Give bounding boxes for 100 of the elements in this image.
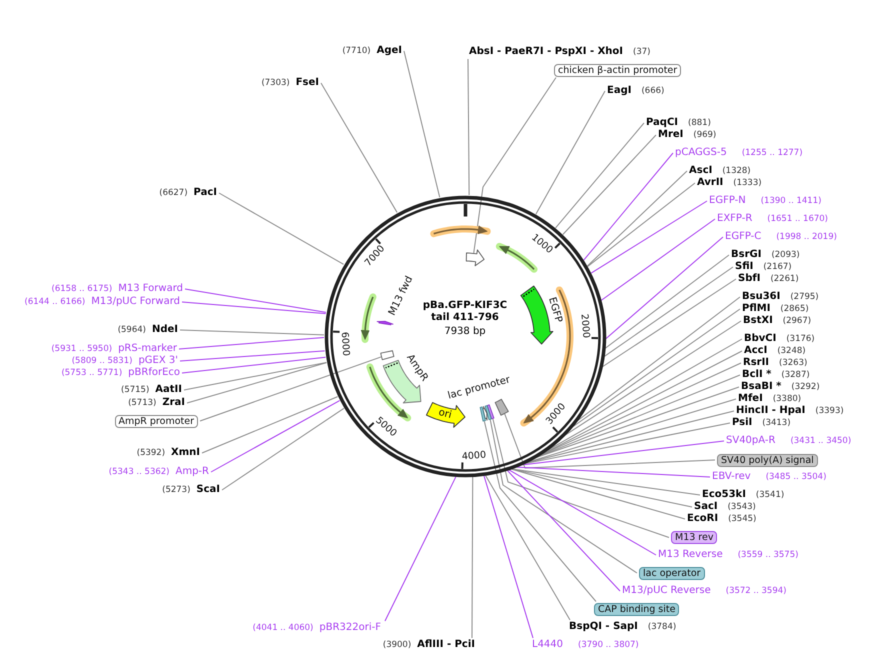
primer-name: L4440 (532, 639, 564, 651)
leader-line (182, 356, 326, 374)
feature-label: SV40 poly(A) signal (717, 454, 818, 466)
leader-line (492, 418, 670, 538)
leader-line (572, 308, 740, 427)
leader-line (604, 266, 734, 357)
primer-range: (6144 .. 6166) (24, 296, 86, 308)
enzyme-name: BsrGI (731, 249, 762, 261)
enzyme-name: AscI (689, 165, 712, 177)
cut-site-number: (6627) (159, 187, 188, 199)
cut-site-number: (3784) (648, 621, 676, 633)
enzyme-name: EagI (607, 85, 632, 97)
enzyme-name: SacI (694, 501, 718, 513)
cut-site-number: (881) (688, 117, 711, 129)
cut-site-number: (1333) (733, 177, 762, 189)
primer-range: (3431 .. 3450) (790, 435, 852, 447)
cut-site-number: (3900) (382, 639, 412, 651)
leader-line (184, 362, 327, 390)
leader-line (536, 386, 740, 458)
primer-name: pGEX 3' (138, 355, 178, 367)
enzyme-name: AatII (155, 384, 182, 396)
cut-site-number: (2167) (763, 261, 792, 273)
cut-site-number: (5392) (136, 447, 166, 459)
leader-line (218, 192, 344, 265)
leader-line (564, 320, 742, 436)
leader-line (182, 302, 326, 314)
primer-range: (1998 .. 2019) (776, 231, 837, 243)
leader-line (184, 288, 326, 313)
primer-name: Amp-R (176, 466, 209, 478)
leader-line (222, 408, 344, 490)
feature-label: EGFP (546, 296, 564, 324)
leader-line (555, 122, 644, 228)
primer-name: M13/pUC Reverse (622, 585, 711, 597)
primer-name: pRS-marker (118, 343, 177, 355)
leader-line (508, 469, 656, 556)
leader-line (583, 152, 674, 261)
leader-line (587, 182, 696, 267)
cut-site-number: (5964) (118, 324, 146, 336)
cut-site-number: (3545) (728, 513, 756, 525)
primer-range: (5753 .. 5771) (61, 367, 122, 379)
leader-line (202, 396, 338, 454)
primer-range: (3790 .. 3807) (578, 639, 639, 651)
enzyme-name: Eco53kI (702, 489, 746, 501)
leader-line (404, 50, 440, 198)
enzyme-name: ZraI (162, 397, 185, 409)
feature-box (380, 350, 395, 361)
cut-site-number: (2093) (771, 249, 800, 261)
cut-site-number: (2795) (790, 291, 819, 303)
leader-line (483, 475, 534, 638)
primer-name: M13 Forward (118, 283, 183, 295)
enzyme-name: BstXI (743, 315, 773, 327)
leader-line (320, 82, 398, 213)
enzyme-name: SfiI (735, 261, 754, 273)
feature-block (425, 401, 466, 428)
leader-line (562, 134, 656, 235)
enzyme-name: Bsu36I (742, 291, 780, 303)
cut-site-number: (3176) (786, 333, 815, 345)
primer-range: (4041 .. 4060) (252, 622, 314, 634)
feature-box (494, 398, 509, 416)
feature-label: M13 rev (671, 531, 718, 544)
enzyme-name: PsiI (732, 417, 752, 429)
scale-label: 4000 (462, 449, 486, 462)
cut-site-number: (666) (641, 85, 664, 97)
enzyme-name: SbfI (738, 273, 760, 285)
enzyme-name: BclI * (742, 369, 772, 381)
enzyme-name: AgeI (376, 45, 402, 57)
primer-range: (3572 .. 3594) (726, 585, 786, 597)
orf-arc (360, 292, 378, 344)
primer-range: (1255 .. 1277) (742, 147, 803, 159)
cut-site-number: (5273) (162, 484, 190, 496)
cut-site-number: (7710) (342, 45, 371, 57)
plasmid-size: 7938 bp (443, 326, 487, 338)
primer-name: EGFP-C (725, 231, 762, 243)
leader-line (524, 422, 730, 464)
primer-range: (1651 .. 1670) (767, 213, 828, 225)
enzyme-name: BspQI - SapI (569, 621, 638, 633)
enzyme-name: AvrII (697, 177, 724, 189)
primer-name: pCAGGS-5 (675, 147, 727, 159)
enzyme-name: MreI (658, 129, 684, 141)
primer-name: pBRforEco (128, 367, 180, 379)
leader-line (200, 356, 382, 422)
primer-range: (5809 .. 5831) (72, 355, 132, 367)
feature-block (376, 320, 394, 326)
cut-site-number: (3380) (772, 393, 802, 405)
scale-label: 6000 (338, 331, 352, 356)
leader-line (484, 420, 596, 602)
cut-site-number: (3287) (781, 369, 810, 381)
leader-line (384, 476, 456, 622)
enzyme-name: ScaI (196, 484, 220, 496)
primer-name: SV40pA-R (726, 435, 776, 447)
cut-site-number: (1328) (722, 165, 751, 177)
enzyme-name: AccI (744, 345, 768, 357)
leader-line (522, 440, 724, 466)
leader-line (490, 419, 638, 574)
leader-line (511, 468, 700, 496)
leader-line (600, 218, 716, 301)
cut-site-number: (5713) (128, 397, 156, 409)
enzyme-name: EcoRI (687, 513, 718, 525)
leader-line (178, 336, 324, 350)
primer-name: EBV-rev (712, 471, 751, 483)
